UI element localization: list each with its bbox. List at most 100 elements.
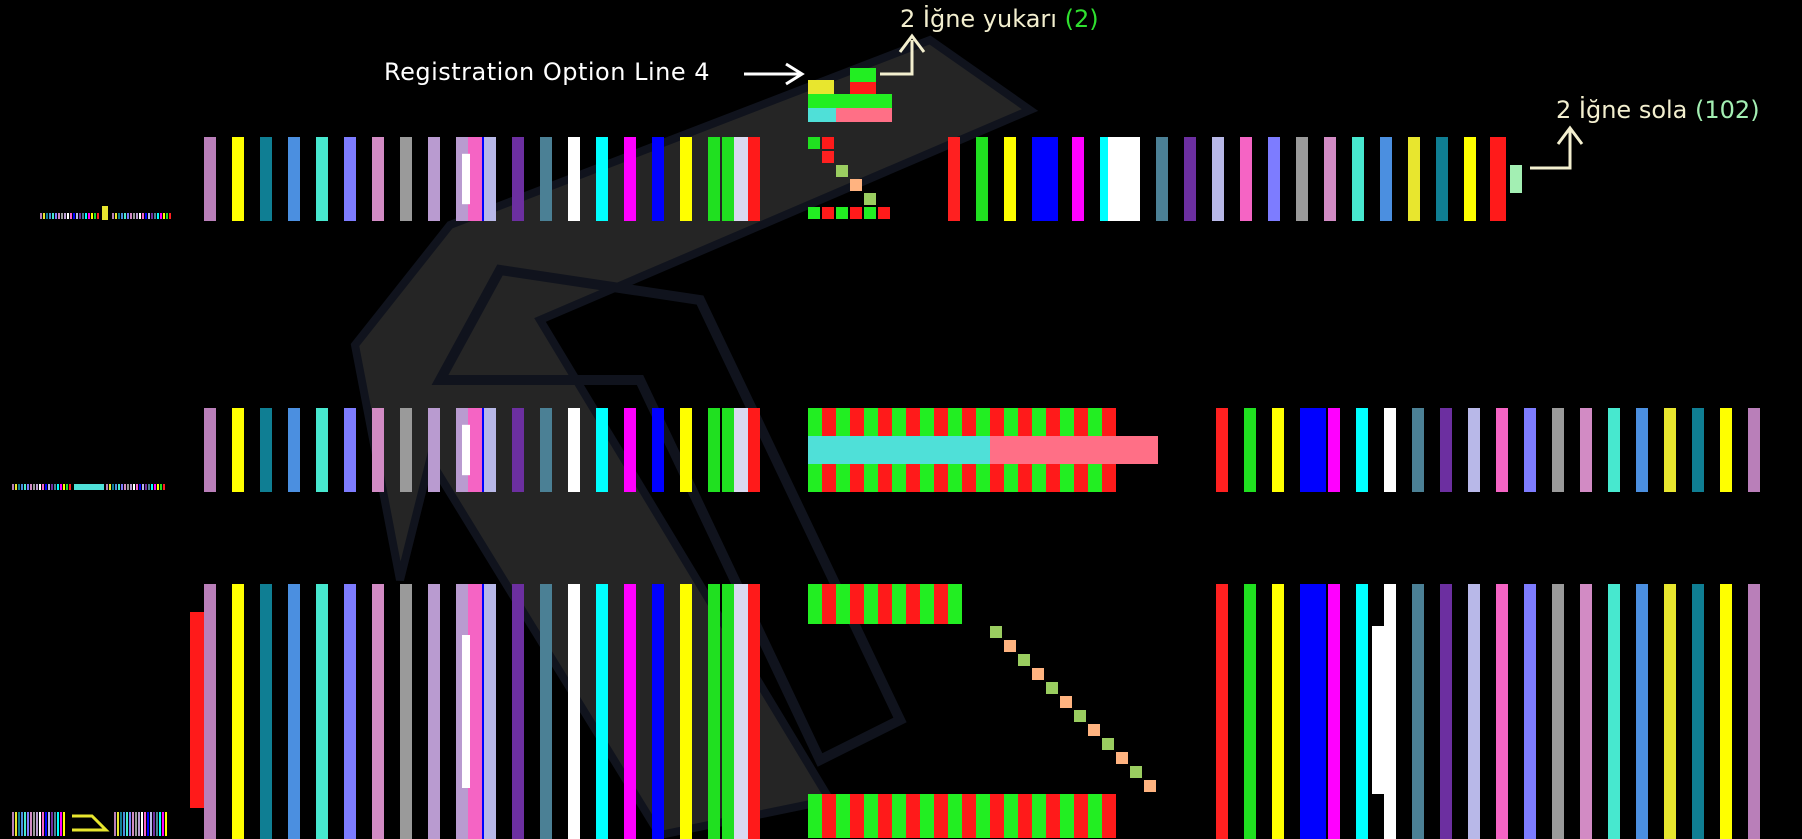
thumb-stripe [48,484,50,490]
stitch [1088,794,1102,838]
thumb-stripe [94,213,96,219]
stripe [468,584,482,839]
thumb-stripe [136,213,138,219]
thumb-stripe [97,213,99,219]
stitch [1088,724,1100,736]
thumb-stripe [91,213,93,219]
thumb-mark [102,206,108,220]
stripe [468,137,482,221]
stitch [1102,464,1116,492]
stitch [1102,408,1116,436]
thumb-stripe [52,213,54,219]
thumb-stripe [169,213,171,219]
stripe [624,408,636,492]
thumb-stripe [15,484,17,490]
thumb-stripe [151,213,153,219]
thumb-stripe [88,213,90,219]
stitch [864,193,876,205]
thumb-stripe [39,812,41,836]
stripe [680,137,692,221]
stitch [1060,696,1072,708]
stripe [624,137,636,221]
thumb-stripe [148,213,150,219]
stripe [1524,584,1536,839]
stripe [400,584,412,839]
stripe [1108,137,1130,221]
stitch [920,464,934,492]
stripe [596,137,608,221]
stripe [1268,137,1280,221]
stitch [1074,794,1088,838]
stripe [680,584,692,839]
stitch [948,408,962,436]
stripe [748,408,760,492]
stripe [400,408,412,492]
stripe [1216,408,1228,492]
thumb-stripe [150,812,152,836]
stripe [1412,408,1424,492]
stitch [948,584,962,624]
arrow-up-path [1530,128,1582,168]
stripe [1440,408,1452,492]
thumb-stripe [145,484,147,490]
stripe [1244,408,1256,492]
stripe [1004,137,1016,221]
stripe [512,584,524,839]
left-offset-text: 2 İğne sola [1556,96,1687,124]
thumb-stripe [57,484,59,490]
stitch [878,584,892,624]
thumb-stripe [115,213,117,219]
thumb-stripe [58,213,60,219]
stitch [822,584,836,624]
stitch [948,464,962,492]
stripe [596,584,608,839]
stripe [204,408,216,492]
stripe [1664,408,1676,492]
thumb-stripe [115,484,117,490]
thumb-stripe [48,812,50,836]
thumb-stripe [51,812,53,836]
thumb-stripe [136,484,138,490]
thumb-stripe [118,484,120,490]
stripe [428,137,440,221]
stitch [808,137,820,149]
thumb-stripe [126,812,128,836]
thumb-stripe [15,812,17,836]
thumb-stripe [160,213,162,219]
thumb-stripe [121,213,123,219]
thumbnail-mid-r [106,484,165,490]
thumbnail-bot-l [12,812,65,836]
up-offset-note: 2 İğne yukarı (2) [900,5,1099,33]
stripe [512,137,524,221]
stripe [428,584,440,839]
thumb-stripe [160,484,162,490]
stripe [1156,137,1168,221]
thumb-stripe [163,484,165,490]
stitch [1004,464,1018,492]
stripe [1032,137,1058,221]
stripe [1352,137,1364,221]
stitch [850,464,864,492]
stitch [1102,738,1114,750]
stripe [568,584,580,839]
stripe [1380,137,1392,221]
stripe [734,408,748,492]
stripe [1720,408,1732,492]
thumb-stripe [133,213,135,219]
stitch [864,408,878,436]
thumb-stripe [24,484,26,490]
stitch [822,207,834,219]
thumb-stripe [132,812,134,836]
registration-detail-mid [808,408,1158,492]
block [808,108,836,122]
stitch [990,794,1004,838]
thumb-stripe [112,213,114,219]
thumb-stripe [120,812,122,836]
stripe [232,137,244,221]
stripe [1384,408,1396,492]
stripe [1324,137,1336,221]
thumb-stripe [142,213,144,219]
stripe [1524,408,1536,492]
thumb-stripe [73,213,75,219]
stripe [1272,408,1284,492]
